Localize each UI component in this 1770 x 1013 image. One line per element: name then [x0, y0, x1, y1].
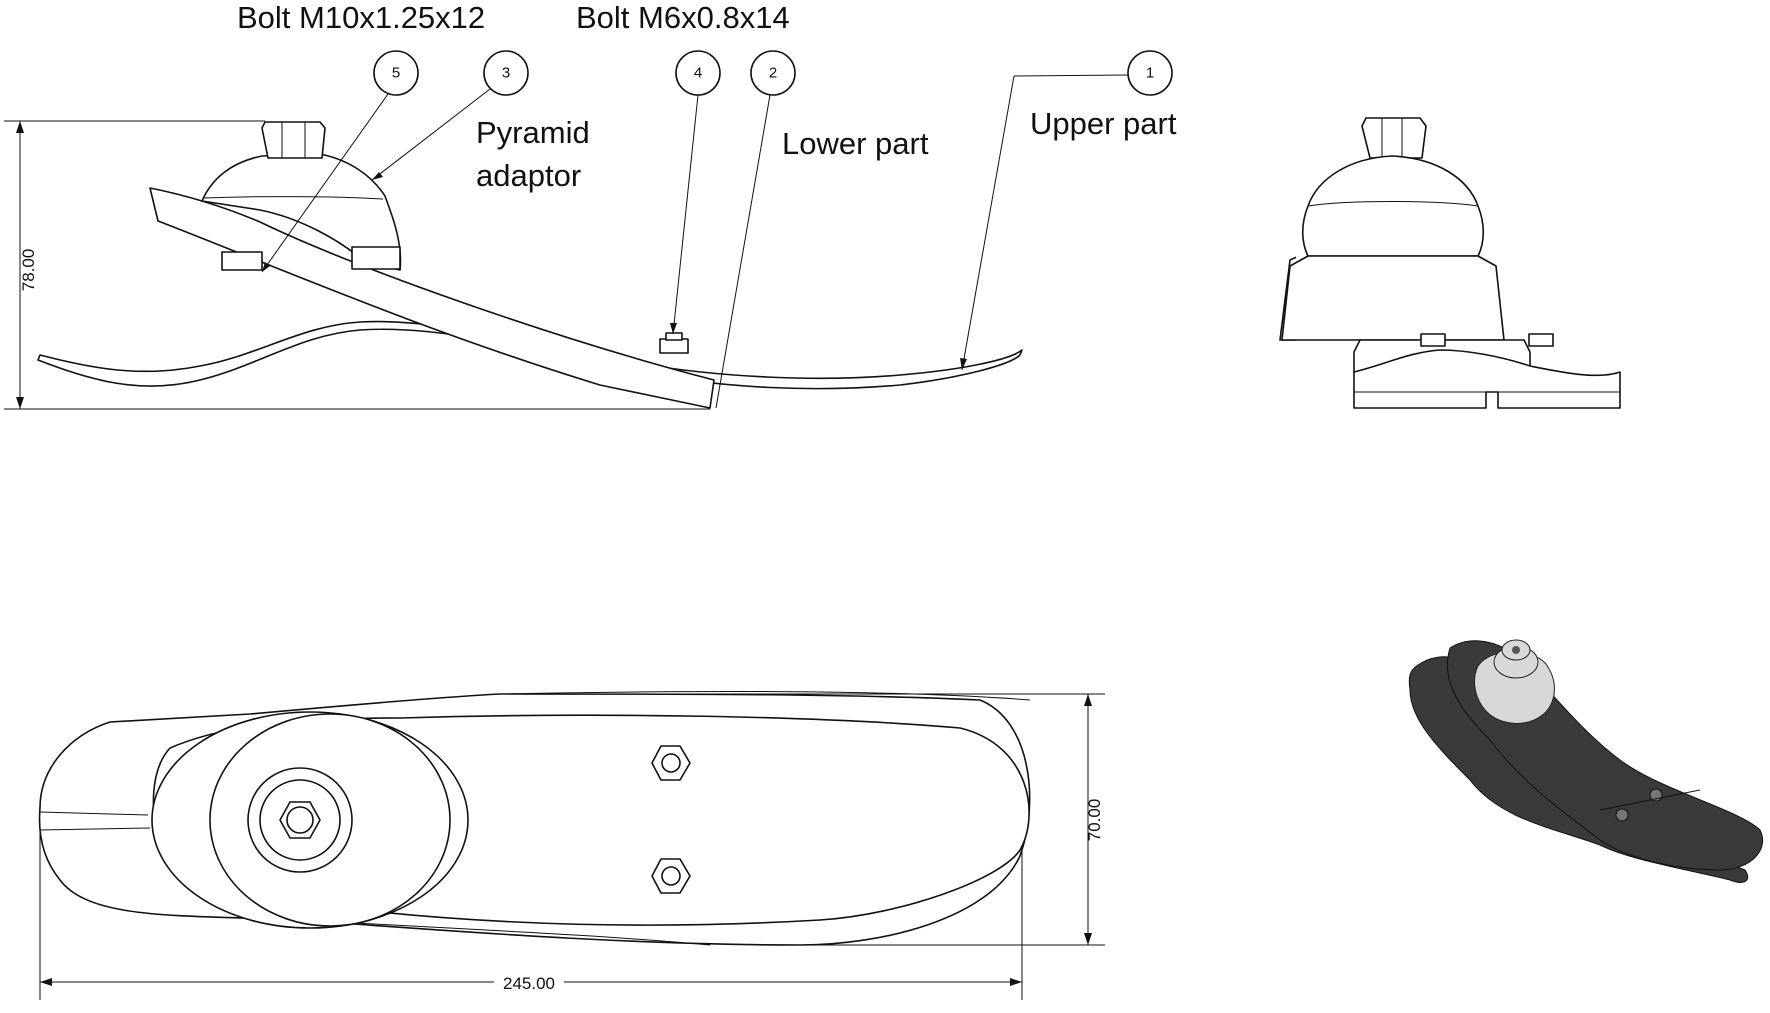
svg-text:4: 4	[694, 65, 702, 82]
label-pyramid-adaptor-1: Pyramid	[476, 115, 590, 150]
bolt-m6-nut-top-2	[651, 858, 691, 894]
balloon-1: 1	[960, 50, 1173, 371]
balloon-3: 3	[371, 50, 529, 181]
label-lower-part: Lower part	[782, 126, 929, 161]
label-bolt-m10: Bolt M10x1.25x12	[237, 0, 485, 35]
svg-text:3: 3	[502, 65, 510, 82]
front-view-body	[1281, 117, 1621, 410]
label-bolt-m6: Bolt M6x0.8x14	[576, 0, 790, 35]
upper-part-side	[37, 320, 1023, 390]
bolt-m10-head-side	[221, 251, 263, 271]
balloon-2: 2	[715, 50, 796, 409]
dimension-length: 245.00	[503, 974, 555, 993]
lower-part-side	[149, 187, 715, 409]
label-pyramid-adaptor-2: adaptor	[476, 158, 581, 193]
pyramid-adaptor-side	[201, 153, 402, 271]
isometric-render	[1408, 639, 1763, 883]
bolt-m6-nut-side	[659, 338, 689, 354]
dimension-width: 70.00	[1085, 799, 1104, 842]
svg-text:1: 1	[1146, 65, 1154, 82]
balloon-5: 5	[261, 50, 419, 273]
side-view: 78.00 5 3 4 2 1	[4, 0, 1177, 410]
svg-text:2: 2	[769, 65, 777, 82]
svg-text:5: 5	[392, 65, 400, 82]
pyramid-nut-side	[261, 121, 326, 159]
top-view: 70.00 245.00	[38, 691, 1105, 1000]
bolt-m6-nut-top-1	[651, 745, 691, 781]
balloon-4: 4	[670, 50, 721, 335]
label-upper-part: Upper part	[1030, 106, 1177, 141]
dimension-height: 78.00	[19, 249, 38, 292]
